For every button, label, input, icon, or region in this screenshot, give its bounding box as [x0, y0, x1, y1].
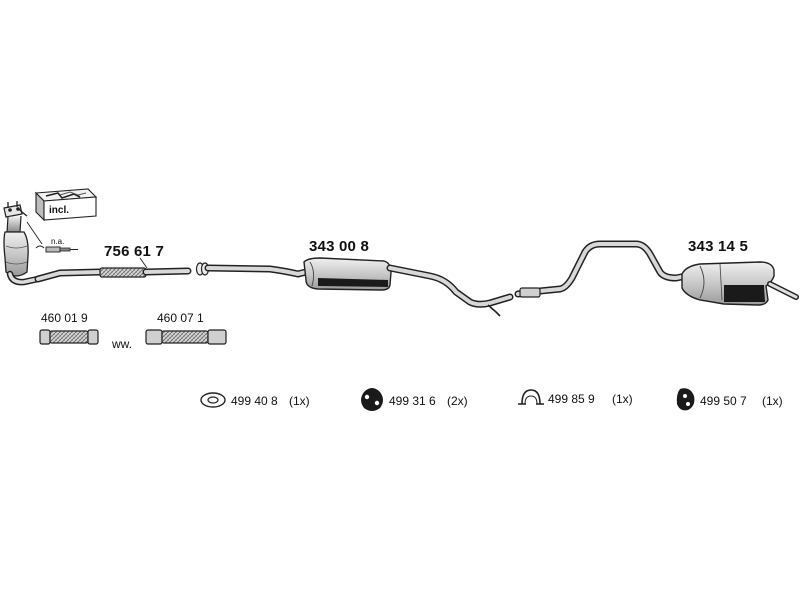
rear-silencer-part-number: 343 14 5	[688, 238, 748, 255]
accessory-4-code: 499 50 7	[700, 394, 747, 408]
flex-pipe-a-part-number: 460 01 9	[41, 311, 88, 325]
gasket-ring-icon	[200, 392, 226, 408]
accessory-3-code: 499 85 9	[548, 392, 595, 406]
accessory-3-qty: (1x)	[612, 392, 633, 406]
lambda-sensor	[26, 221, 78, 253]
front-pipe	[34, 257, 192, 283]
flex-pipe-b-part-number: 460 07 1	[157, 311, 204, 325]
accessory-2-code: 499 31 6	[389, 394, 436, 408]
centre-silencer-part-number: 343 00 8	[309, 238, 369, 255]
ww-label: ww.	[112, 337, 133, 351]
incl-label: incl.	[49, 205, 70, 216]
rubber-mount-icon	[361, 388, 383, 411]
hanger-icon	[676, 388, 695, 411]
front-pipe-part-number: 756 61 7	[104, 243, 164, 260]
centre-silencer	[204, 257, 514, 317]
included-parts-box	[34, 188, 98, 222]
flex-pipe-460-07-1	[145, 329, 227, 345]
accessory-2-qty: (2x)	[447, 394, 468, 408]
flex-pipe-460-01-9	[39, 329, 99, 345]
na-label: n.a.	[51, 237, 65, 246]
clamp-icon	[518, 389, 544, 405]
rear-silencer	[681, 261, 799, 306]
accessory-1-qty: (1x)	[289, 394, 310, 408]
catalytic-converter	[3, 201, 42, 286]
rear-pipe	[514, 240, 690, 298]
accessory-4-qty: (1x)	[762, 394, 783, 408]
accessory-1-code: 499 40 8	[231, 394, 278, 408]
